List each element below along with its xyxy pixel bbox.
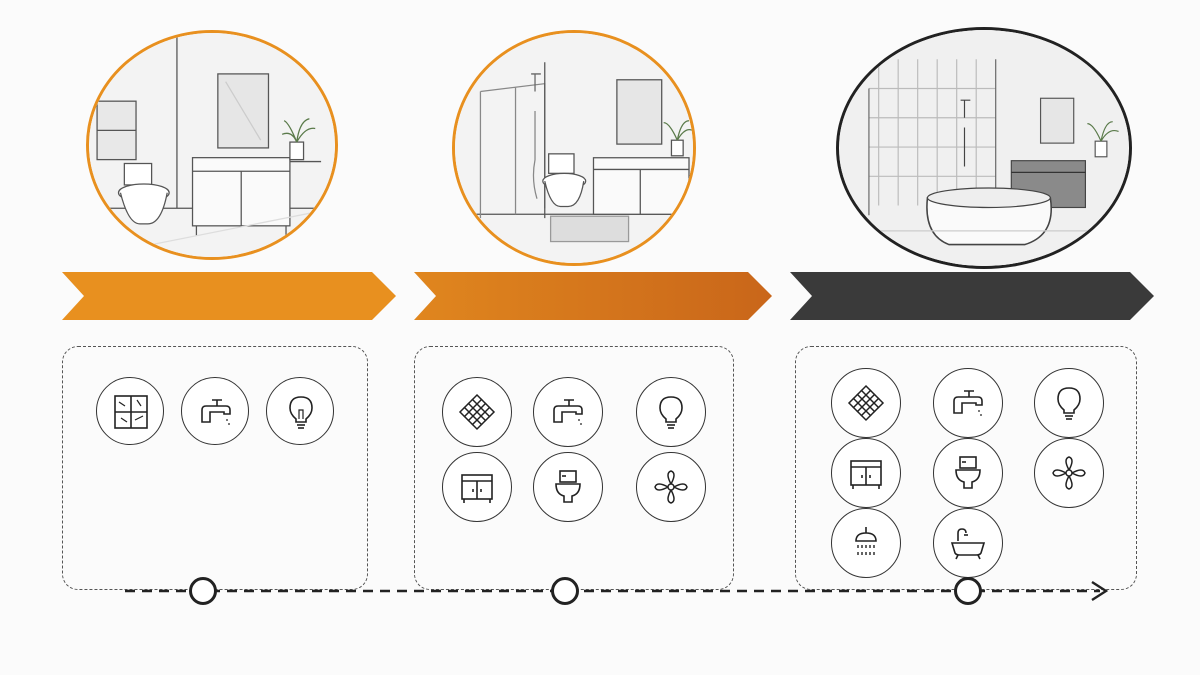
fan-icon (1034, 438, 1104, 508)
faucet-icon (533, 377, 603, 447)
basic-bathroom-sketch (86, 30, 338, 260)
lightbulb-icon (1034, 368, 1104, 438)
vanity-icon (831, 438, 901, 508)
stage-1-arrow (62, 272, 396, 320)
timeline-node-3 (954, 577, 982, 605)
lightbulb-icon (636, 377, 706, 447)
faucet-icon (933, 368, 1003, 438)
stage-2-arrow (414, 272, 772, 320)
bathtub-icon (933, 508, 1003, 578)
shower-head-icon (831, 508, 901, 578)
faucet-icon (181, 377, 249, 445)
tile-icon (96, 377, 164, 445)
toilet-icon (933, 438, 1003, 508)
timeline-node-2 (551, 577, 579, 605)
fan-icon (636, 452, 706, 522)
timeline-node-1 (189, 577, 217, 605)
tile-pattern-icon (442, 377, 512, 447)
tile-pattern-icon (831, 368, 901, 438)
toilet-icon (533, 452, 603, 522)
stage-3-arrow (790, 272, 1154, 320)
vanity-icon (442, 452, 512, 522)
luxury-bathroom-sketch (836, 27, 1132, 269)
lightbulb-icon (266, 377, 334, 445)
mid-range-bathroom-sketch (452, 30, 696, 266)
